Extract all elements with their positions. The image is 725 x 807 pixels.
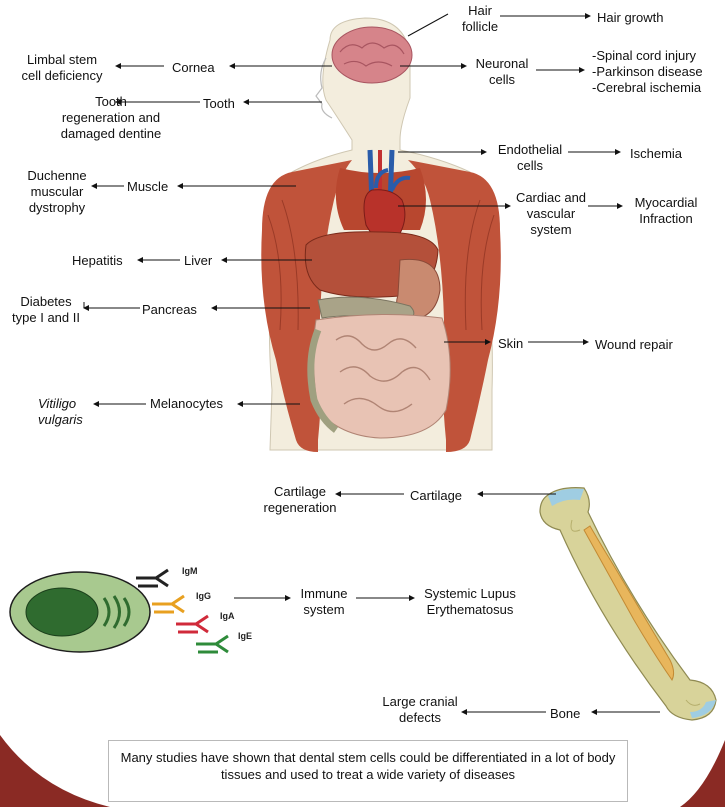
label-ige: IgE (238, 631, 252, 641)
corner-decoration-right (680, 740, 725, 807)
label-bone: Bone (550, 706, 580, 722)
bone-figure (540, 488, 716, 720)
caption-text: Many studies have shown that dental stem… (121, 750, 616, 782)
label-ischemia: Ischemia (630, 146, 682, 162)
human-body-figure (261, 18, 501, 452)
antibody-ige (196, 636, 228, 652)
label-wound-repair: Wound repair (595, 337, 673, 353)
label-cartilage: Cartilage (410, 488, 462, 504)
corner-decoration (0, 735, 110, 807)
label-skin: Skin (498, 336, 523, 352)
label-neuronal-diseases: -Spinal cord injury-Parkinson disease-Ce… (592, 48, 703, 96)
label-melanocytes: Melanocytes (150, 396, 223, 412)
immune-cell (10, 572, 150, 652)
antibody-igm (136, 570, 168, 586)
label-pancreas: Pancreas (142, 302, 197, 318)
caption-box: Many studies have shown that dental stem… (108, 740, 628, 802)
label-igg: IgG (196, 591, 211, 601)
antibody-igg (152, 596, 184, 612)
label-hepatitis: Hepatitis (72, 253, 123, 269)
label-hair-growth: Hair growth (597, 10, 663, 26)
label-iga: IgA (220, 611, 235, 621)
label-cornea: Cornea (172, 60, 215, 76)
label-liver: Liver (184, 253, 212, 269)
label-tooth: Tooth (203, 96, 235, 112)
label-igm: IgM (182, 566, 198, 576)
label-muscle: Muscle (127, 179, 168, 195)
antibody-iga (176, 616, 208, 632)
